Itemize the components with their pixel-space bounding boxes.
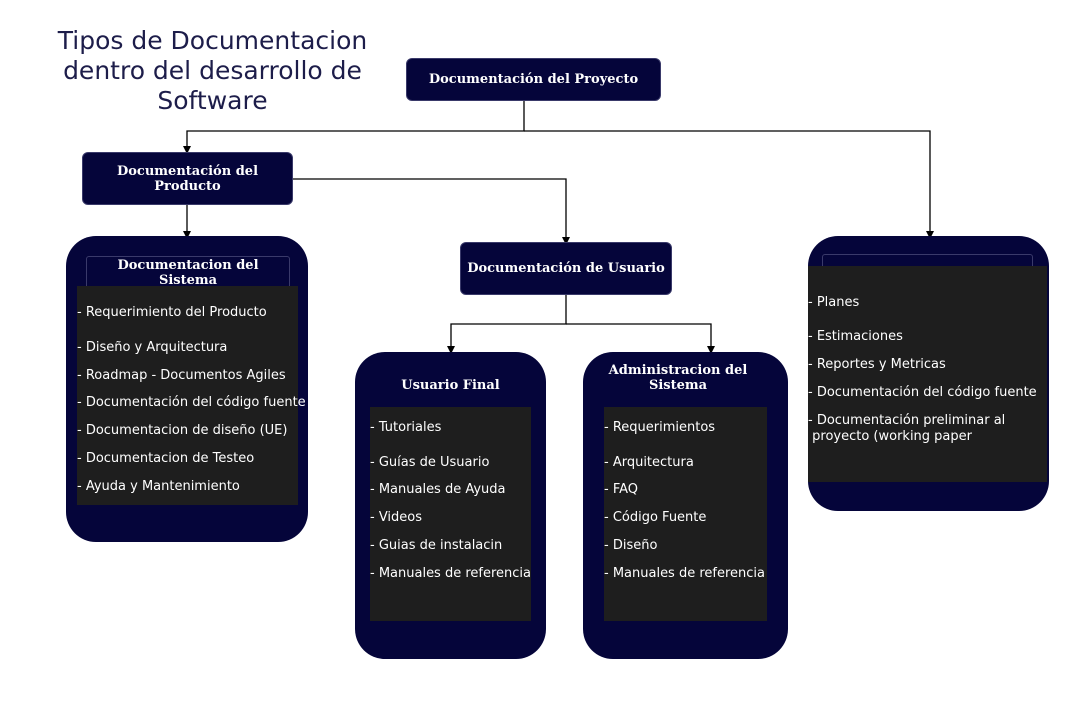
list-item: - Documentación preliminar al proyecto (… <box>808 413 1006 444</box>
list-item: - Documentación del código fuente <box>808 385 1037 400</box>
list-item: - Roadmap - Documentos Agiles <box>77 368 286 383</box>
edge-proyecto-to-procesos <box>524 130 934 239</box>
edge-usuario-to-admin-sistema <box>566 323 715 354</box>
card-administracion-sistema: Administracion del Sistema - Requerimien… <box>583 352 788 659</box>
list-item: - Documentacion de diseño (UE) <box>77 423 288 438</box>
list-item: - Manuales de referencia <box>370 566 532 581</box>
list-item: - Documentacion de Testeo <box>77 451 255 466</box>
card-list-usuario-final: - Tutoriales - Guías de Usuario - Manual… <box>370 407 531 621</box>
edge-proyecto-to-producto <box>183 101 525 154</box>
list-item: - Tutoriales <box>370 420 442 435</box>
list-item: - Diseño y Arquitectura <box>77 340 228 355</box>
card-list-administracion-sistema: - Requerimientos - Arquitectura - FAQ - … <box>604 407 767 621</box>
list-item: - Diseño <box>604 538 658 553</box>
list-item: - Manuales de Ayuda <box>370 482 506 497</box>
node-documentacion-proyecto: Documentación del Proyecto <box>406 58 661 101</box>
list-item: - Manuales de referencia <box>604 566 766 581</box>
card-list-sistema: - Requerimiento del Producto - Diseño y … <box>77 286 306 505</box>
card-documentacion-procesos: Documentacion de Procesos - Planes - Est… <box>808 236 1049 511</box>
edge-producto-to-usuario <box>292 178 570 245</box>
list-item: - Reportes y Metricas <box>808 357 946 372</box>
list-item: - FAQ <box>604 482 639 497</box>
card-usuario-final: Usuario Final - Tutoriales - Guías de Us… <box>355 352 546 659</box>
list-item: - Requerimiento del Producto <box>77 305 267 320</box>
edge-usuario-to-usuario-final <box>447 294 567 354</box>
list-item: - Código Fuente <box>604 510 707 525</box>
list-item: - Guias de instalacin <box>370 538 503 553</box>
list-item: - Planes <box>808 295 860 310</box>
list-item: - Estimaciones <box>808 329 903 344</box>
list-item: - Documentación del código fuente <box>77 395 306 410</box>
list-item: - Arquitectura <box>604 455 694 470</box>
card-heading-usuario-final: Usuario Final <box>401 377 500 393</box>
list-item: - Requerimientos <box>604 420 716 435</box>
list-item: - Ayuda y Mantenimiento <box>77 479 240 494</box>
diagram-title: Tipos de Documentacion dentro del desarr… <box>57 26 368 115</box>
list-item: - Guías de Usuario <box>370 455 490 470</box>
card-heading-sistema: Documentacion del Sistema <box>86 256 290 290</box>
list-item: - Videos <box>370 510 423 525</box>
node-documentacion-producto: Documentación del Producto <box>82 152 293 205</box>
card-documentacion-sistema: Documentacion del Sistema - Requerimient… <box>66 236 308 542</box>
card-heading-administracion-sistema: Administracion del Sistema <box>608 363 748 393</box>
card-list-procesos: - Planes - Estimaciones - Reportes y Met… <box>808 266 1047 482</box>
node-documentacion-usuario: Documentación de Usuario <box>460 242 672 295</box>
